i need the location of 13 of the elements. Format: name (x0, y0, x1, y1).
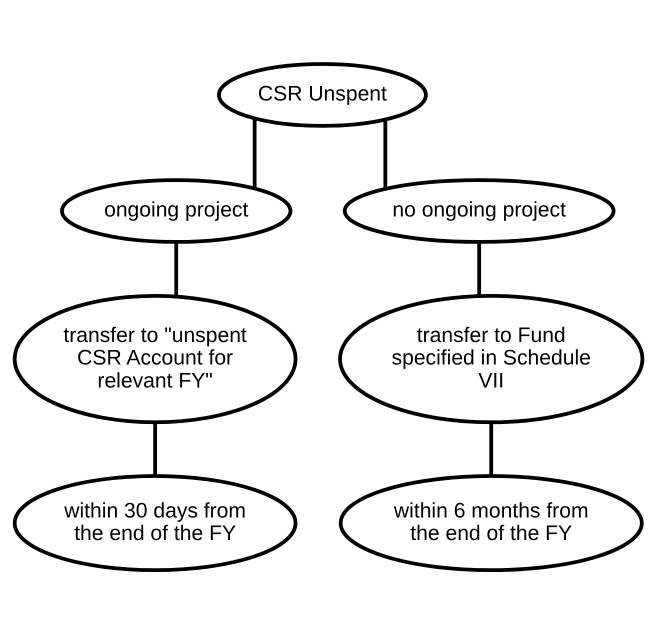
node-ellipse: no ongoing project (342, 178, 616, 244)
connector (174, 242, 178, 296)
connector (153, 422, 157, 476)
node-ellipse: CSR Unspent (217, 62, 428, 128)
node-ellipse: within 30 days from the end of the FY (12, 474, 298, 572)
connector (489, 422, 494, 476)
node-ellipse: transfer to Fund specified in Schedule VII (338, 293, 644, 424)
node-ellipse: ongoing project (60, 178, 292, 244)
node-ellipse: transfer to "unspent CSR Account for relevant FY" (12, 293, 298, 424)
connector (252, 118, 257, 188)
connector (383, 119, 388, 188)
node-ellipse: within 6 months from the end of the FY (338, 474, 644, 572)
connector (477, 242, 482, 296)
